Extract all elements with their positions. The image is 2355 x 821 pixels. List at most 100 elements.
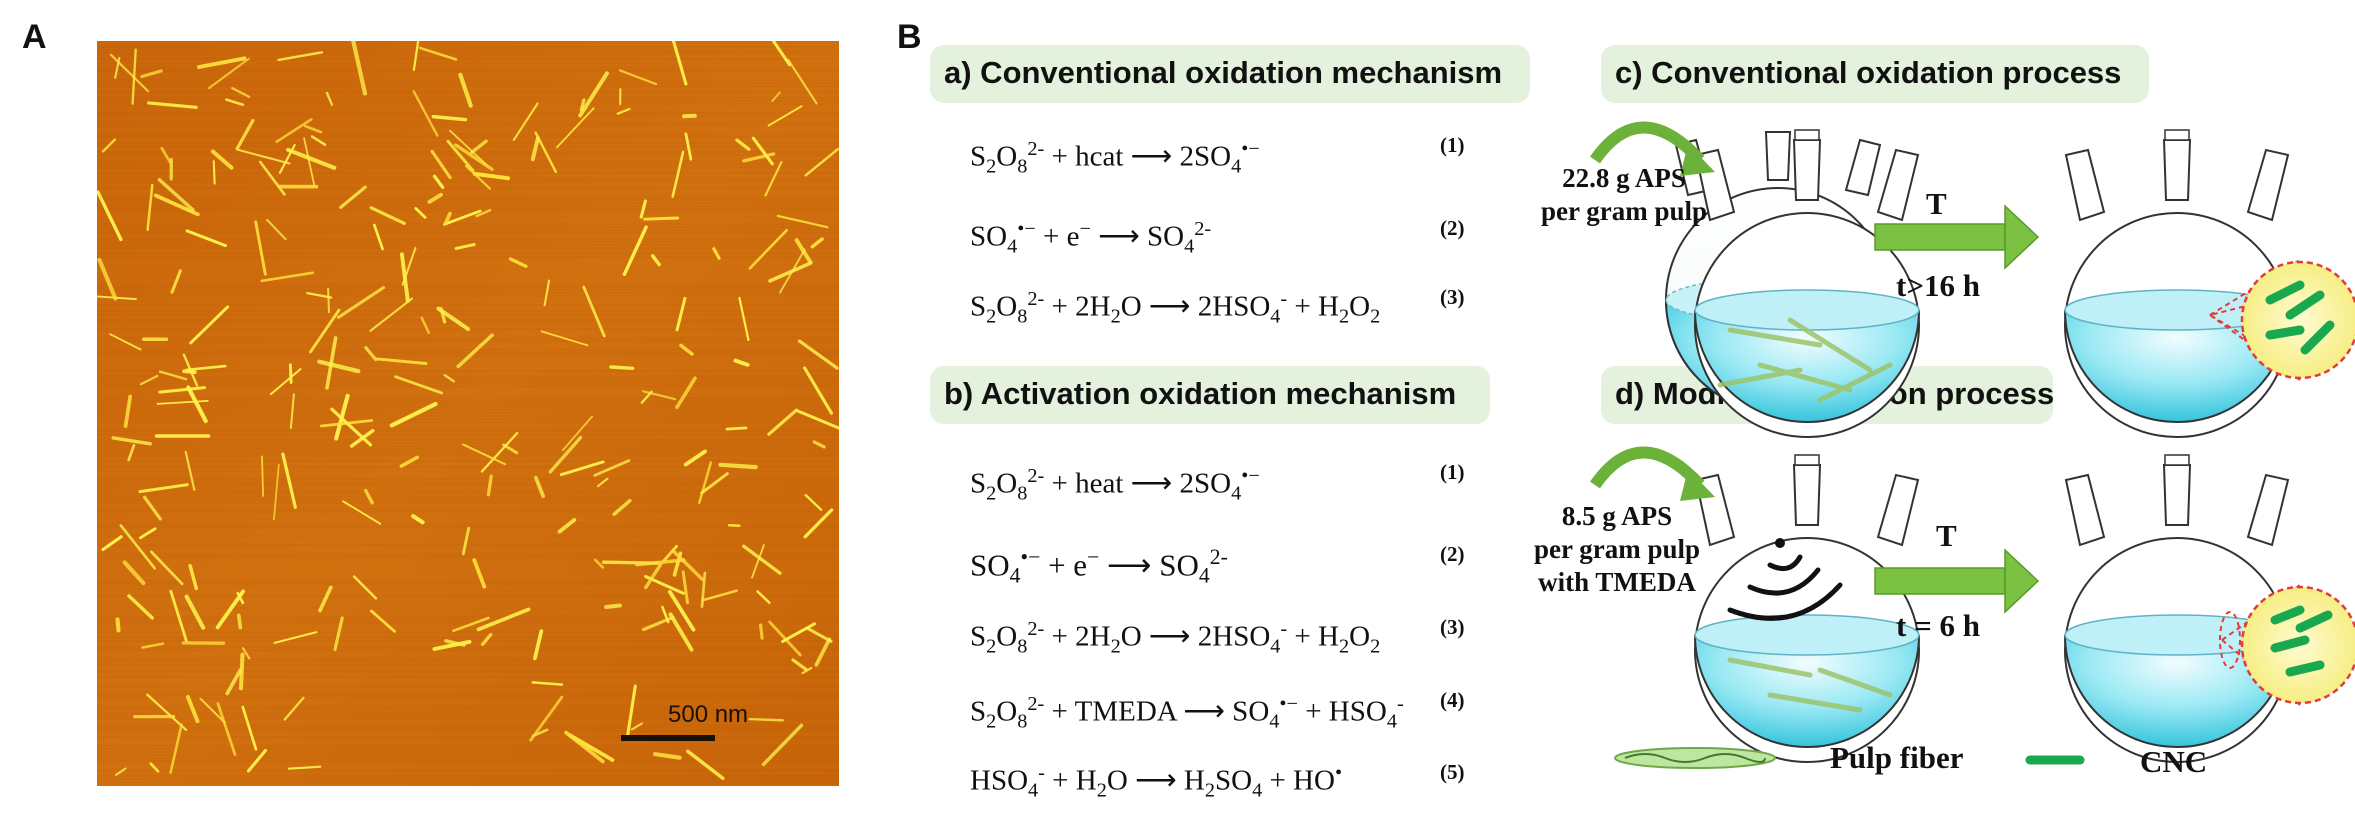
nanocrystal-rod: [767, 105, 803, 127]
nanocrystal-rod: [454, 143, 494, 171]
nanocrystal-rod: [115, 617, 121, 633]
nanocrystal-rod: [241, 705, 258, 751]
nanocrystal-rod: [185, 694, 200, 724]
nanocrystal-rod: [593, 558, 605, 569]
nanocrystal-rod: [609, 365, 635, 370]
nanocrystal-rod: [742, 152, 776, 163]
nanocrystal-rod: [97, 257, 118, 301]
nanocrystal-rod: [604, 603, 622, 609]
eq-a2-number: (2): [1440, 216, 1465, 240]
eq-a1: S2O82- + hcat ⟶ 2SO4•−: [970, 138, 1260, 178]
section-c-header: c) Conventional oxidation process: [1601, 45, 2149, 103]
eq-b2: SO4•− + e− ⟶ SO42-: [970, 545, 1228, 588]
nanocrystal-rod: [454, 243, 476, 250]
nanocrystal-rod: [681, 570, 689, 605]
nanocrystal-rod: [412, 41, 420, 71]
nanocrystal-rod: [718, 462, 758, 470]
nanocrystal-rod: [771, 41, 791, 67]
curved-arrow-d: [1590, 446, 1705, 490]
nanocrystal-rod: [801, 666, 813, 675]
nanocrystal-rod: [399, 455, 420, 468]
nanocrystal-rod: [480, 432, 519, 473]
nanocrystal-rod: [616, 107, 631, 115]
nanocrystal-rod: [641, 615, 675, 632]
nanocrystal-rod: [273, 631, 318, 644]
aps-d-line2: per gram pulp: [1533, 534, 1701, 564]
nanocrystal-rod: [768, 261, 813, 283]
nanocrystal-rod: [675, 296, 687, 332]
nanocrystal-rod: [735, 138, 751, 151]
nanocrystal-rod: [597, 477, 609, 488]
nanocrystal-rod: [333, 616, 344, 652]
nanocrystal-rod: [254, 220, 267, 276]
nanocrystal-rod: [449, 129, 488, 166]
nanocrystal-rod: [803, 508, 834, 539]
nanocrystal-rod: [216, 702, 237, 756]
nanocrystal-rod: [184, 450, 196, 491]
nanocrystal-rod: [671, 549, 705, 582]
nanocrystal-rod: [199, 697, 226, 724]
nanocrystal-rod: [225, 668, 243, 696]
nanocrystal-rod: [578, 71, 609, 118]
flask-c-start: [1694, 129, 1920, 438]
nanocrystal-rod: [432, 174, 445, 189]
nanocrystal-rod: [269, 368, 302, 396]
section-a-header: a) Conventional oxidation mechanism: [930, 45, 1530, 103]
eq-b1-number: (1): [1440, 460, 1465, 484]
nanocrystal-rod: [369, 297, 413, 332]
nanocrystal-rod: [275, 118, 313, 144]
nanocrystal-rod: [640, 390, 653, 404]
aps-label-c: 22.8 g APS per gram pulp: [1534, 162, 1714, 228]
nanocrystal-rod: [797, 339, 839, 370]
nanocrystal-rod: [149, 762, 160, 773]
nanocrystal-rod: [531, 681, 564, 686]
nanocrystal-rod: [351, 41, 368, 96]
nanocrystal-rod: [751, 136, 774, 166]
nanocrystal-rod: [260, 271, 314, 283]
nanocrystal-rod: [761, 723, 804, 767]
arrow-d-time: t = 6 h: [1896, 608, 1980, 643]
nanocrystal-rod: [668, 612, 694, 652]
nanocrystal-rod: [184, 594, 206, 630]
nanocrystal-rod: [115, 767, 127, 776]
nanocrystal-rod: [458, 72, 473, 108]
nanocrystal-rod: [626, 684, 637, 737]
nanocrystal-rod: [418, 46, 458, 61]
nanocrystal-rod: [427, 192, 443, 204]
nanocrystal-rod: [207, 57, 250, 90]
arrow-d-temp: T: [1936, 518, 1957, 553]
eq-a1-number: (1): [1440, 133, 1465, 157]
nanocrystal-rod: [456, 333, 494, 369]
nanocrystal-rod: [231, 87, 251, 99]
nanocrystal-rod: [748, 229, 788, 270]
eq-b1: S2O82- + heat ⟶ 2SO4•−: [970, 465, 1260, 505]
nanocrystal-rod: [101, 138, 117, 153]
nanocrystal-rod: [795, 409, 839, 430]
nanocrystal-rod: [612, 498, 632, 517]
nanocrystal-rod: [475, 208, 492, 218]
nanocrystal-rod: [149, 550, 184, 586]
nanocrystal-rod: [559, 460, 605, 477]
cellulose-nanocrystals: [97, 41, 839, 780]
nanocrystal-rod: [738, 296, 750, 341]
eq-b4-number: (4): [1440, 688, 1465, 712]
nanocrystal-rod: [111, 436, 152, 446]
nanocrystal-rod: [235, 118, 255, 151]
nanocrystal-rod: [330, 407, 373, 447]
nanocrystal-rod: [803, 366, 834, 415]
nanocrystal-rod: [123, 394, 133, 428]
nanocrystal-rod: [127, 594, 154, 620]
nanocrystal-rod: [306, 291, 333, 299]
nanocrystal-rod: [266, 218, 287, 241]
nanocrystal-rod: [364, 488, 374, 505]
nanocrystal-rod: [239, 652, 245, 691]
nanocrystal-rod: [303, 124, 323, 134]
nanocrystal-rod: [261, 455, 265, 497]
nanocrystal-rod: [742, 544, 782, 575]
nanocrystal-rod: [119, 524, 157, 570]
eq-b2-number: (2): [1440, 542, 1465, 566]
nanocrystal-rod: [272, 463, 280, 521]
nanocrystal-rod: [653, 752, 682, 760]
flask-d-start: [1694, 454, 1920, 763]
nanocrystal-rod: [751, 544, 765, 579]
